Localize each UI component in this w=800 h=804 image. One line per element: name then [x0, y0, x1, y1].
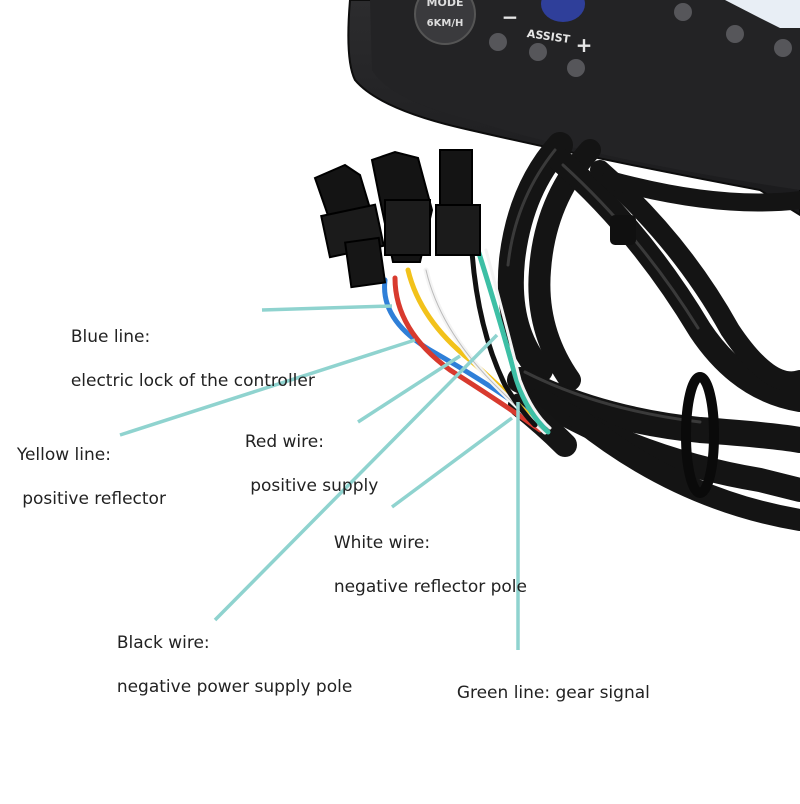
mode-button[interactable]	[414, 0, 476, 45]
red-title: Red wire:	[244, 432, 324, 452]
label-white-wire: White wire: negative reflector pole	[323, 510, 527, 598]
label-yellow-wire: Yellow line: positive reflector	[6, 422, 166, 510]
indicator-led	[567, 59, 585, 77]
yellow-desc: positive reflector	[16, 489, 166, 509]
indicator-led	[489, 33, 507, 51]
indicator-led	[674, 3, 692, 21]
blue-desc: electric lock of the controller	[70, 371, 315, 391]
minus-label: −	[502, 5, 519, 29]
white-wire-2	[484, 248, 552, 430]
lcd-strip	[725, 0, 800, 28]
black-desc: negative power supply pole	[116, 677, 353, 697]
green-title: Green line: gear signal	[456, 683, 650, 703]
white-title: White wire:	[333, 533, 431, 553]
pointer-black	[213, 333, 499, 622]
speed-label: 6KM/H	[427, 18, 464, 29]
connector-middle	[370, 150, 434, 263]
yellow-title: Yellow line:	[16, 445, 111, 465]
coiled-cable	[497, 132, 800, 531]
indicator-led	[774, 39, 792, 57]
label-blue-wire: Blue line: electric lock of the controll…	[60, 304, 315, 392]
pointer-blue	[261, 304, 393, 312]
cable-clip	[610, 215, 636, 245]
indicator-led	[726, 25, 744, 43]
white-desc: negative reflector pole	[333, 577, 527, 597]
label-red-wire: Red wire: positive supply	[234, 409, 379, 497]
green-wire	[475, 247, 551, 435]
blue-title: Blue line:	[70, 327, 151, 347]
mode-label: MODE	[427, 0, 464, 9]
pointer-white	[390, 416, 514, 509]
indicator-led	[529, 43, 547, 61]
cable-tie	[681, 372, 719, 498]
label-green-wire: Green line: gear signal	[446, 660, 650, 704]
pointer-lines	[119, 304, 520, 650]
assist-label: ASSIST	[526, 27, 571, 46]
assist-button[interactable]	[541, 0, 585, 22]
black-title: Black wire:	[116, 633, 210, 653]
label-black-wire: Black wire: negative power supply pole	[106, 610, 352, 698]
display-panel: MODE 6KM/H − ASSIST +	[347, 0, 800, 217]
pointer-yellow	[119, 338, 416, 437]
plus-label: +	[576, 33, 593, 57]
connector-right	[435, 149, 481, 256]
black-wire	[469, 249, 538, 428]
red-desc: positive supply	[244, 476, 379, 496]
connector-left	[313, 163, 387, 289]
pointer-red	[357, 354, 461, 424]
